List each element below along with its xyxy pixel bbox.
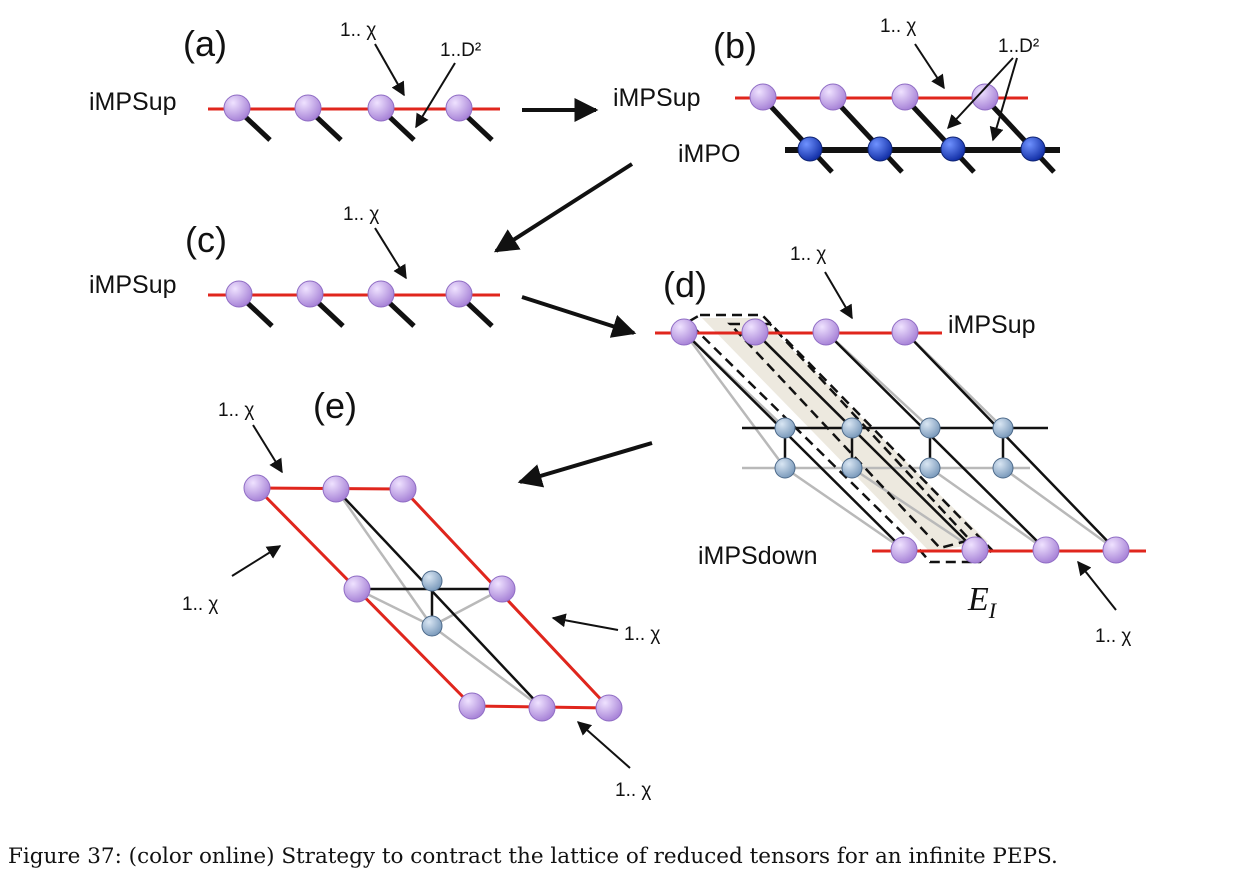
mps-tensor bbox=[819, 83, 847, 111]
mps-tensor bbox=[445, 94, 473, 122]
chi-pointer-arrow bbox=[252, 424, 283, 474]
environment-box-inner bbox=[727, 322, 973, 550]
mps-tensor bbox=[367, 94, 395, 122]
d2-pointer-arrow bbox=[989, 57, 1018, 142]
vertical-legs bbox=[761, 96, 1056, 174]
mps-up-tensor bbox=[741, 318, 769, 346]
mpo-tensor bbox=[867, 136, 893, 162]
panel-a: (a) iMPSup 1.. χ 1..D² bbox=[89, 20, 500, 142]
mps-tensor bbox=[458, 692, 486, 720]
mps-up-tensor bbox=[812, 318, 840, 346]
d2-pointer-arrow bbox=[415, 62, 456, 129]
panel-d-impsdown-label: iMPSdown bbox=[698, 542, 818, 570]
mps-tensor bbox=[243, 474, 271, 502]
contraction-diagram: (a) iMPSup 1.. χ 1..D² (b) iMPSup iMPO 1… bbox=[89, 16, 1146, 801]
mpo-tensor bbox=[1020, 136, 1046, 162]
flow-arrow-d-to-e bbox=[517, 441, 653, 488]
mps-tensor bbox=[367, 280, 395, 308]
panel-a-label: (a) bbox=[183, 23, 227, 64]
panel-b-label: (b) bbox=[713, 25, 757, 66]
panel-b-chi-label: 1.. χ bbox=[880, 16, 916, 37]
chi-pointer-arrow bbox=[914, 43, 945, 90]
mpo-tensor bbox=[940, 136, 966, 162]
panel-b-d2-label: 1..D² bbox=[998, 36, 1039, 57]
panel-e-chi-bottom-label: 1.. χ bbox=[615, 780, 651, 801]
panel-d-label: (d) bbox=[663, 264, 707, 305]
mps-tensor bbox=[296, 280, 324, 308]
mps-up-tensor bbox=[891, 318, 919, 346]
panel-b: (b) iMPSup iMPO 1.. χ 1..D² bbox=[613, 16, 1060, 174]
chi-pointer-arrow bbox=[374, 43, 405, 97]
mpo-tensor bbox=[797, 136, 823, 162]
peps-tensor-conj bbox=[841, 457, 863, 479]
peps-tensor bbox=[774, 417, 796, 439]
chi-pointer-arrow bbox=[576, 721, 631, 769]
mps-tensor bbox=[343, 575, 371, 603]
mps-tensor bbox=[749, 83, 777, 111]
chi-pointer-arrow bbox=[1077, 560, 1117, 611]
peps-tensor-conj bbox=[421, 615, 443, 637]
chi-pointer-arrow bbox=[551, 613, 619, 631]
panel-a-chi-label: 1.. χ bbox=[340, 20, 376, 41]
peps-tensor bbox=[841, 417, 863, 439]
mps-tensor bbox=[445, 280, 473, 308]
panel-e-label: (e) bbox=[313, 385, 357, 426]
panel-e: (e) 1.. χ 1.. χ 1.. χ 1.. χ bbox=[182, 385, 660, 801]
flow-arrow-c-to-d bbox=[521, 295, 637, 338]
panel-c-impsup-label: iMPSup bbox=[89, 271, 177, 299]
mps-down-tensor bbox=[1102, 536, 1130, 564]
mps-tensor bbox=[389, 475, 417, 503]
mps-tensor bbox=[322, 475, 350, 503]
panel-b-impo-label: iMPO bbox=[678, 140, 741, 168]
mps-down-tensor bbox=[890, 536, 918, 564]
peps-tensor bbox=[421, 570, 443, 592]
mps-up-tensor bbox=[670, 318, 698, 346]
panel-d-impsup-label: iMPSup bbox=[948, 311, 1036, 339]
peps-tensors bbox=[774, 417, 1014, 479]
panel-d-chi-bottom-label: 1.. χ bbox=[1095, 626, 1131, 647]
panel-e-chi-top-label: 1.. χ bbox=[218, 400, 254, 421]
mps-tensor bbox=[488, 575, 516, 603]
panel-a-impsup-label: iMPSup bbox=[89, 88, 177, 116]
panel-e-chi-left-label: 1.. χ bbox=[182, 594, 218, 615]
mps-tensor bbox=[225, 280, 253, 308]
panel-c-chi-label: 1.. χ bbox=[343, 204, 379, 225]
flow-arrow-b-to-c bbox=[493, 162, 634, 253]
mps-tensor bbox=[971, 83, 999, 111]
peps-tensor-conj bbox=[992, 457, 1014, 479]
panel-c-label: (c) bbox=[185, 219, 227, 260]
figure-caption: Figure 37: (color online) Strategy to co… bbox=[8, 844, 1058, 869]
environment-label: EI bbox=[967, 581, 998, 623]
mps-down-tensor bbox=[1032, 536, 1060, 564]
chi-pointer-arrow bbox=[824, 271, 853, 320]
peps-tensor bbox=[992, 417, 1014, 439]
peps-tensor-conj bbox=[919, 457, 941, 479]
mps-tensor bbox=[528, 694, 556, 722]
mps-tensor bbox=[595, 694, 623, 722]
peps-tensor-conj bbox=[774, 457, 796, 479]
panel-d: (d) iMPSup iMPSdown 1.. χ 1.. χ EI bbox=[655, 244, 1146, 647]
panel-b-impsup-label: iMPSup bbox=[613, 84, 701, 112]
peps-tensor bbox=[919, 417, 941, 439]
mps-tensor bbox=[891, 83, 919, 111]
mps-tensor bbox=[294, 94, 322, 122]
d2-pointer-arrow bbox=[947, 57, 1014, 130]
mps-tensor bbox=[223, 94, 251, 122]
panel-c: (c) iMPSup 1.. χ bbox=[89, 204, 500, 328]
chi-pointer-arrow bbox=[374, 227, 407, 280]
mps-down-tensor bbox=[961, 536, 989, 564]
chi-pointer-arrow bbox=[231, 545, 282, 577]
panel-d-chi-top-label: 1.. χ bbox=[790, 244, 826, 265]
panel-e-chi-right-label: 1.. χ bbox=[624, 624, 660, 645]
panel-a-d2-label: 1..D² bbox=[440, 40, 481, 61]
environment-box-outer bbox=[685, 313, 994, 564]
